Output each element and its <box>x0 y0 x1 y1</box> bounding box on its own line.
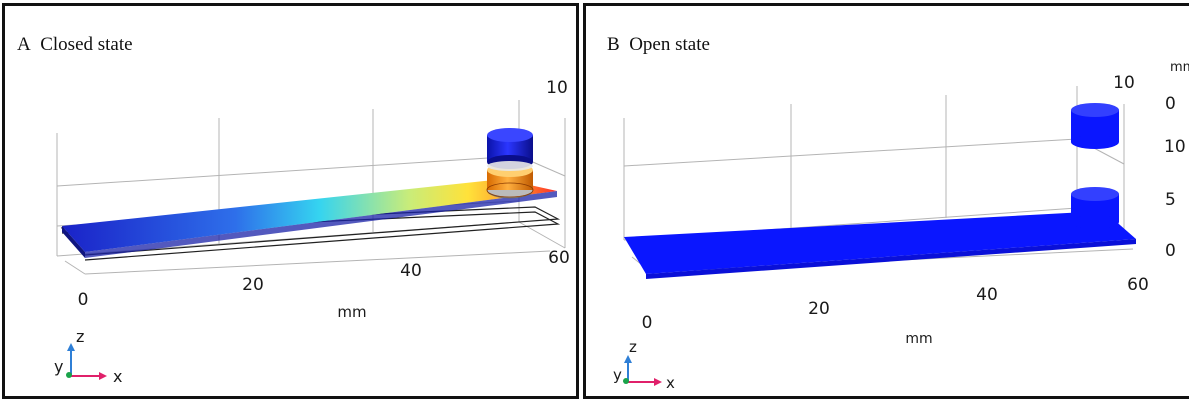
x-tick-20: 20 <box>808 299 830 319</box>
x-tick-20: 20 <box>242 275 264 295</box>
cantilever-beam-front <box>646 239 1136 279</box>
panel-open-state: B Open state <box>583 3 1189 399</box>
axis-triad: z y x <box>54 327 122 386</box>
triad-z-label: z <box>76 327 84 346</box>
z-tick-10: 10 <box>546 78 568 98</box>
panel-a-title-text: Closed state <box>40 34 133 55</box>
cantilever-beam-front <box>85 191 557 258</box>
panel-b-title: B Open state <box>607 34 710 56</box>
triad-x-label: x <box>113 367 122 386</box>
x-unit-label: mm <box>337 303 366 321</box>
z-tick-top-10: 10 <box>1113 73 1135 93</box>
axis-triad: z y x <box>613 338 675 392</box>
z-tick-upper-0: 0 <box>1165 94 1176 114</box>
cantilever-beam <box>62 179 557 252</box>
panel-b-letter: B <box>607 34 620 55</box>
panel-closed-state: A Closed state <box>2 3 579 399</box>
z-unit-label: mm <box>1170 60 1189 75</box>
triad-z-label: z <box>629 338 637 356</box>
panel-a-title: A Closed state <box>17 34 133 56</box>
cantilever-beam <box>624 211 1136 274</box>
cantilever-beam-side <box>62 226 85 258</box>
triad-x-label: x <box>666 374 675 392</box>
panel-a-plot: 0 20 40 60 10 mm z y x <box>54 78 570 386</box>
x-unit-label: mm <box>905 331 932 347</box>
panel-b-plot: 0 20 40 60 mm 10 mm 0 10 5 0 z y x <box>613 60 1189 392</box>
panel-b-title-text: Open state <box>629 34 710 55</box>
x-tick-0: 0 <box>78 290 89 310</box>
panel-a-letter: A <box>17 34 31 55</box>
x-tick-60: 60 <box>1127 275 1149 295</box>
z-tick-5: 5 <box>1165 190 1176 210</box>
x-tick-40: 40 <box>976 285 998 305</box>
z-tick-0: 0 <box>1165 241 1176 261</box>
lower-magnet <box>1071 187 1119 229</box>
x-tick-0: 0 <box>642 313 653 333</box>
x-tick-40: 40 <box>400 261 422 281</box>
triad-y-label: y <box>54 357 63 376</box>
z-tick-10: 10 <box>1164 137 1186 157</box>
upper-magnet <box>1071 103 1119 149</box>
triad-y-label: y <box>613 366 622 384</box>
magnet-gap <box>487 161 533 171</box>
x-tick-60: 60 <box>548 248 570 268</box>
